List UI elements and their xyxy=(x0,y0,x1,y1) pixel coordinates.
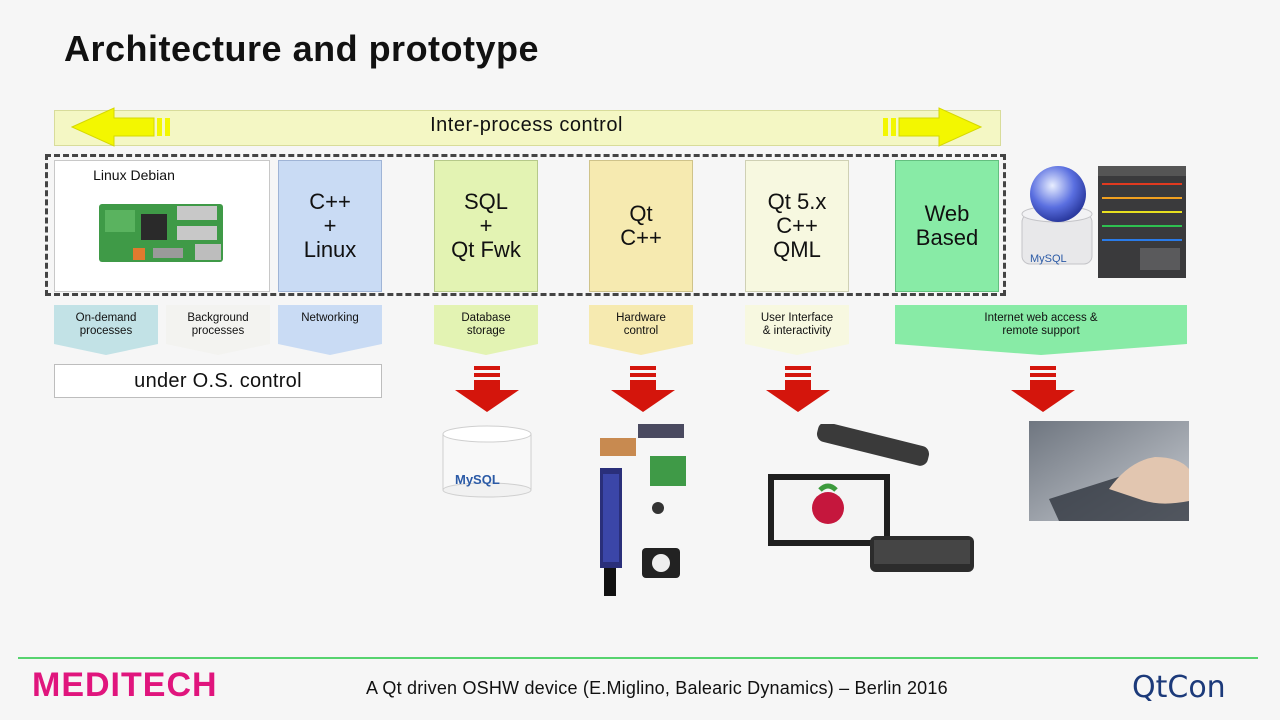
qtcon-logo: QtCon xyxy=(1132,670,1226,705)
right-arrow-icon xyxy=(898,107,983,147)
tag-internet-web-access: Internet web access & remote support xyxy=(895,305,1187,355)
slide-title: Architecture and prototype xyxy=(64,28,540,69)
sql-qt-fwk-box: SQL + Qt Fwk xyxy=(434,160,538,292)
qt-qml-box: Qt 5.x C++ QML xyxy=(745,160,849,292)
process-group-border xyxy=(45,154,1006,296)
tag-background-processes: Background processes xyxy=(166,305,270,355)
cpp-linux-box: C++ + Linux xyxy=(278,160,382,292)
server-globe-icon: MySQL xyxy=(1021,166,1186,278)
svg-text:MySQL: MySQL xyxy=(1030,253,1067,265)
down-arrow-icon xyxy=(455,366,519,412)
touchscreen-device-icon xyxy=(768,424,974,572)
os-control-box: under O.S. control xyxy=(54,364,382,398)
footer-caption: A Qt driven OSHW device (E.Miglino, Bale… xyxy=(366,678,948,698)
linux-debian-label: Linux Debian xyxy=(93,167,175,183)
mysql-logo-text: MySQL xyxy=(455,472,500,487)
ipc-bar xyxy=(54,110,1001,146)
tag-on-demand-processes: On-demand processes xyxy=(54,305,158,355)
left-arrow-icon xyxy=(70,107,155,147)
tag-database-storage: Database storage xyxy=(434,305,538,355)
down-arrow-icon xyxy=(1011,366,1075,412)
down-arrow-icon xyxy=(611,366,675,412)
mysql-database-icon xyxy=(442,425,532,498)
globe-icon xyxy=(1030,166,1086,222)
raspberry-pi-board-icon xyxy=(99,204,223,262)
down-arrow-icon xyxy=(766,366,830,412)
web-based-box: Web Based xyxy=(895,160,999,292)
footer-divider xyxy=(18,657,1258,659)
tag-user-interface: User Interface & interactivity xyxy=(745,305,849,355)
ipc-arrows xyxy=(70,107,983,147)
hardware-components-icon xyxy=(600,424,686,596)
meditech-logo: MEDITECH xyxy=(32,666,218,704)
ipc-label: Inter-process control xyxy=(430,114,623,136)
tag-hardware-control: Hardware control xyxy=(589,305,693,355)
qt-cpp-box: Qt C++ xyxy=(589,160,693,292)
tag-networking: Networking xyxy=(278,305,382,355)
tablet-touch-photo xyxy=(1029,421,1189,521)
